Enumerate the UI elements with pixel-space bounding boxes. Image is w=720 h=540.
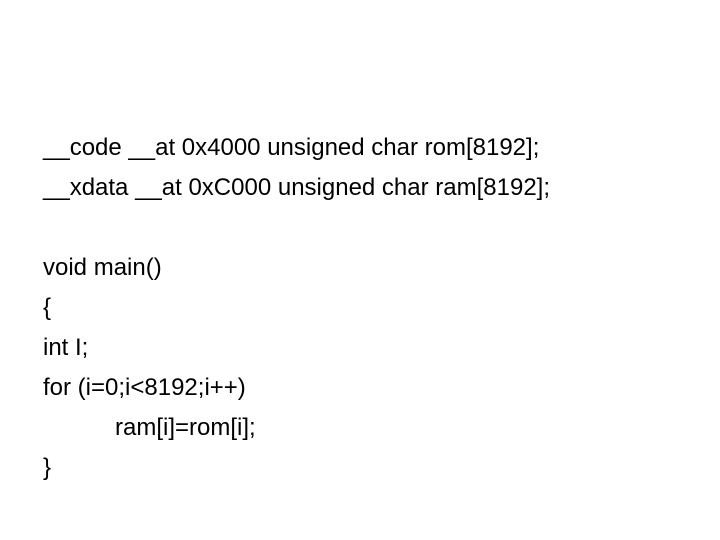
code-line-open-brace: { [43,294,52,321]
code-line-close-brace: } [43,454,52,481]
code-line-loop-body: ram[i]=rom[i]; [115,414,256,441]
code-line-main-signature: void main() [43,254,162,281]
code-line-int-declaration: int I; [43,334,89,361]
code-line-for-loop: for (i=0;i<8192;i++) [43,374,246,401]
code-line-ram-declaration: __xdata __at 0xC000 unsigned char ram[81… [43,174,551,201]
code-line-rom-declaration: __code __at 0x4000 unsigned char rom[819… [43,134,540,161]
